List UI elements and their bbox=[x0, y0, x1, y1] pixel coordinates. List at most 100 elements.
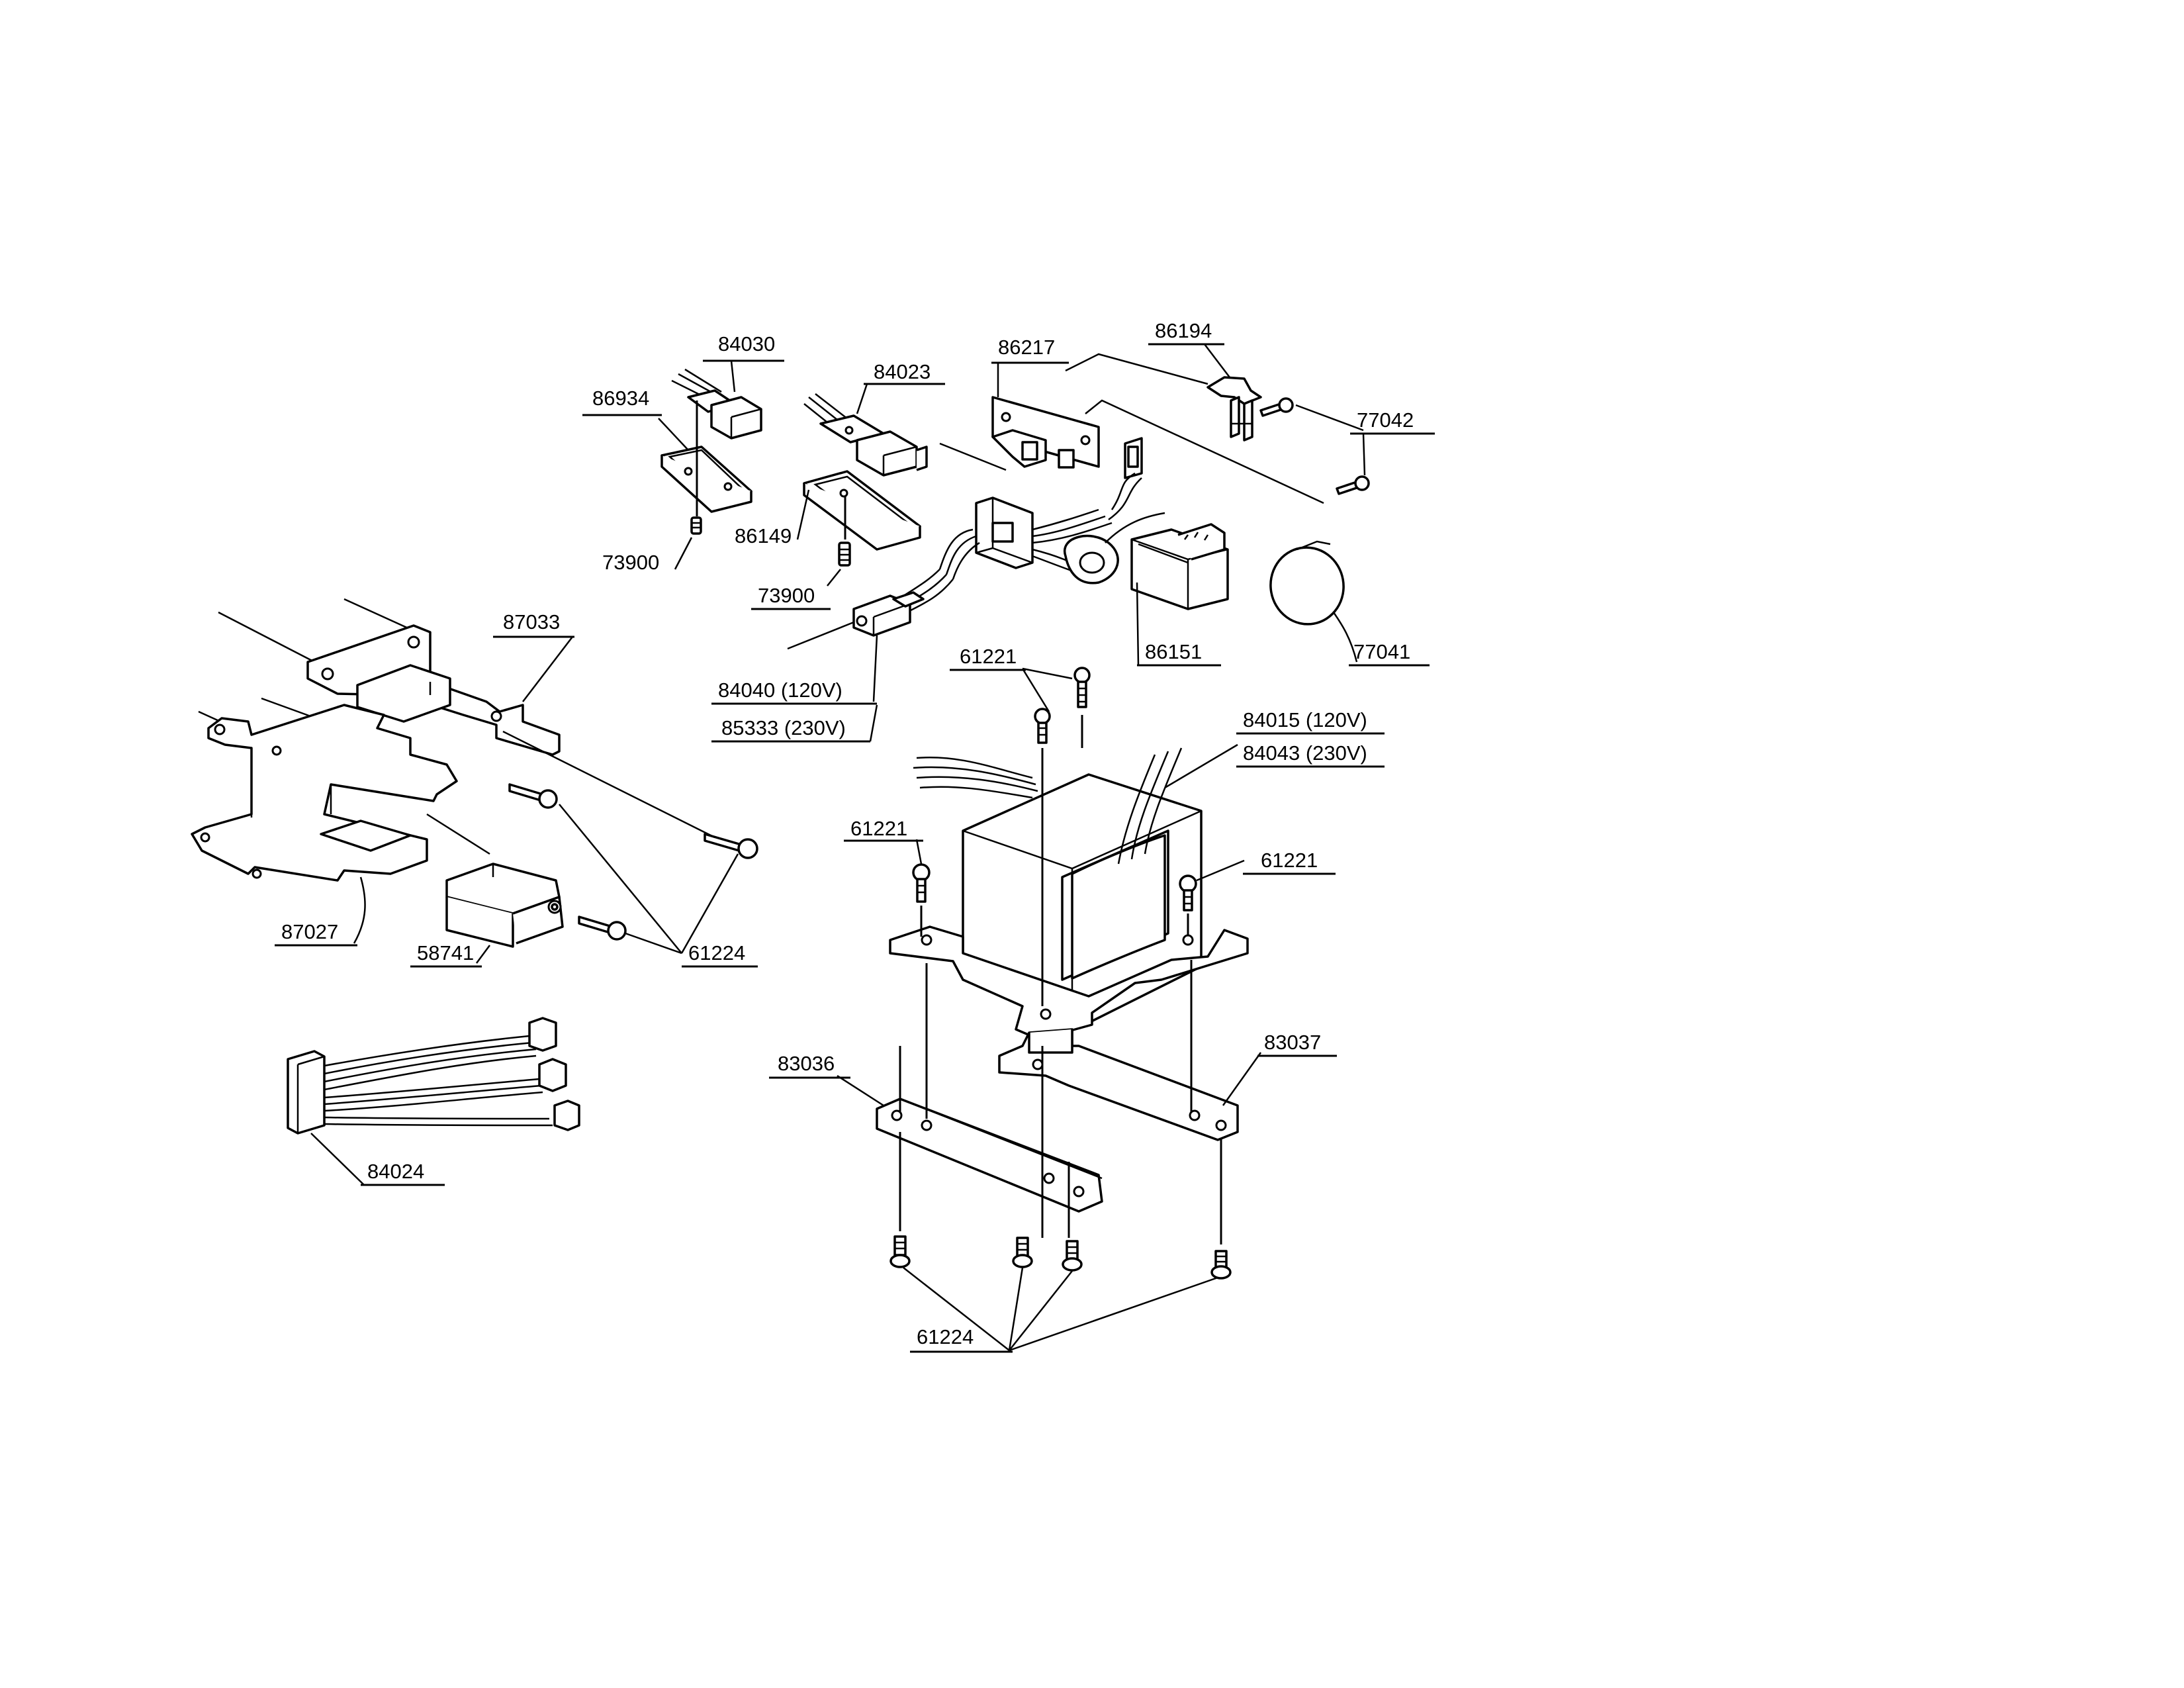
svg-text:61224: 61224 bbox=[917, 1325, 974, 1348]
leader-61224-b2 bbox=[1008, 1267, 1024, 1351]
leader-73900-b bbox=[827, 569, 841, 586]
bracket-86217-drawing bbox=[991, 396, 1143, 479]
svg-text:84030: 84030 bbox=[718, 332, 775, 355]
svg-text:73900: 73900 bbox=[758, 584, 815, 607]
screw-61224-g-drawing bbox=[1210, 1250, 1232, 1280]
label-84030: 84030 bbox=[703, 332, 784, 362]
screw-73900-a-drawing bbox=[690, 516, 702, 535]
svg-text:61221: 61221 bbox=[850, 817, 907, 840]
svg-text:61221: 61221 bbox=[960, 645, 1017, 668]
wire-harness-drawing bbox=[893, 472, 1165, 614]
guide-line-84040 bbox=[787, 621, 854, 650]
svg-text:83036: 83036 bbox=[778, 1052, 835, 1075]
leader-84024 bbox=[310, 1133, 365, 1186]
label-58741: 58741 bbox=[410, 941, 482, 968]
screw-61221-left-drawing bbox=[912, 863, 931, 903]
label-86149: 86149 bbox=[735, 524, 792, 547]
guide-line-87033-to-screw bbox=[502, 730, 715, 839]
svg-text:58741: 58741 bbox=[417, 941, 474, 964]
bracket-87027-drawing bbox=[191, 697, 458, 882]
svg-text:84043 (230V): 84043 (230V) bbox=[1243, 741, 1367, 765]
svg-text:84015 (120V): 84015 (120V) bbox=[1243, 708, 1367, 731]
label-86934: 86934 bbox=[582, 387, 662, 416]
leader-77042-b bbox=[1362, 433, 1366, 476]
leader-84030 bbox=[730, 360, 736, 393]
ring-77041-tab bbox=[1297, 540, 1331, 551]
leader-86934-line bbox=[658, 418, 689, 451]
guide-line-86217-to-84023 bbox=[939, 442, 1007, 471]
switch-84030-drawing bbox=[671, 368, 762, 440]
leader-61224-a2 bbox=[680, 853, 739, 954]
screw-61224-a-drawing bbox=[508, 783, 558, 809]
svg-text:77042: 77042 bbox=[1357, 408, 1414, 432]
label-84023: 84023 bbox=[864, 360, 945, 385]
screw-61221-top-a-drawing bbox=[1073, 667, 1091, 708]
label-61221-c: 61221 bbox=[1243, 849, 1336, 875]
leader-84015 bbox=[1164, 743, 1238, 789]
label-61221-b: 61221 bbox=[844, 817, 923, 842]
svg-text:84024: 84024 bbox=[367, 1160, 424, 1183]
leader-73900-a bbox=[674, 537, 693, 570]
leader-77042-a bbox=[1295, 404, 1364, 432]
cover-86151-drawing bbox=[1130, 523, 1229, 610]
leader-86151 bbox=[1136, 582, 1140, 666]
svg-text:85333 (230V): 85333 (230V) bbox=[721, 716, 846, 739]
svg-text:87033: 87033 bbox=[503, 610, 560, 633]
svg-text:73900: 73900 bbox=[602, 551, 659, 574]
svg-text:86151: 86151 bbox=[1145, 640, 1202, 663]
svg-text:87027: 87027 bbox=[281, 920, 338, 943]
screw-61221-right-drawing bbox=[1179, 874, 1197, 912]
leader-61221-b bbox=[915, 839, 923, 865]
screw-73900-b-drawing bbox=[838, 541, 851, 567]
leader-61221-a1 bbox=[1021, 668, 1050, 712]
svg-text:61221: 61221 bbox=[1261, 849, 1318, 872]
screw-61221-top-b-drawing bbox=[1034, 708, 1051, 744]
guide-line-bottom-5 bbox=[1190, 960, 1222, 1244]
clip-86194-drawing bbox=[1206, 376, 1262, 442]
leader-83036 bbox=[837, 1074, 884, 1107]
bracket-86149-drawing bbox=[803, 470, 921, 551]
leader-87027 bbox=[353, 876, 366, 944]
leader-61224-b1 bbox=[903, 1267, 1010, 1351]
guide-line-87027-to-screw bbox=[426, 813, 490, 855]
svg-text:61224: 61224 bbox=[688, 941, 745, 964]
svg-text:84023: 84023 bbox=[874, 360, 931, 383]
screw-61224-b-drawing bbox=[704, 833, 758, 859]
leader-61224-b4 bbox=[1009, 1276, 1218, 1352]
leader-86149 bbox=[796, 489, 810, 540]
screw-61224-e-drawing bbox=[1012, 1237, 1033, 1268]
leader-84040 bbox=[872, 635, 878, 702]
svg-text:86934: 86934 bbox=[592, 387, 649, 410]
label-84043: 84043 (230V) bbox=[1236, 741, 1385, 768]
label-61221-a: 61221 bbox=[950, 645, 1026, 671]
leader-83037 bbox=[1222, 1052, 1262, 1106]
svg-text:83037: 83037 bbox=[1264, 1031, 1321, 1054]
leader-61224-a3 bbox=[625, 932, 682, 955]
bracket-86934-drawing bbox=[660, 445, 752, 513]
svg-text:77041: 77041 bbox=[1353, 640, 1410, 663]
screw-61224-c-drawing bbox=[578, 915, 627, 941]
bracket-58741-drawing bbox=[445, 863, 564, 948]
leader-85333 bbox=[869, 704, 878, 742]
leader-77041 bbox=[1332, 612, 1358, 663]
label-77041: 77041 bbox=[1349, 640, 1430, 667]
bracket-87033-drawing bbox=[218, 598, 561, 756]
guide-line-86217-to-77042 bbox=[1085, 399, 1324, 504]
label-86217: 86217 bbox=[991, 336, 1069, 364]
switch-84023-drawing bbox=[803, 393, 928, 477]
label-83037: 83037 bbox=[1257, 1031, 1337, 1057]
leader-61224-b3 bbox=[1009, 1270, 1073, 1351]
label-87027: 87027 bbox=[275, 920, 357, 947]
label-83036: 83036 bbox=[769, 1052, 850, 1079]
label-87033: 87033 bbox=[493, 610, 574, 638]
svg-text:86149: 86149 bbox=[735, 524, 792, 547]
leader-61224-a1 bbox=[559, 804, 682, 954]
label-86151: 86151 bbox=[1137, 640, 1221, 667]
label-61224-a: 61224 bbox=[682, 941, 758, 968]
harness-84024-drawing bbox=[287, 1017, 580, 1135]
screw-61224-d-drawing bbox=[889, 1235, 911, 1268]
svg-text:84040 (120V): 84040 (120V) bbox=[718, 679, 842, 702]
label-84015: 84015 (120V) bbox=[1236, 708, 1385, 735]
leader-58741 bbox=[475, 945, 491, 964]
